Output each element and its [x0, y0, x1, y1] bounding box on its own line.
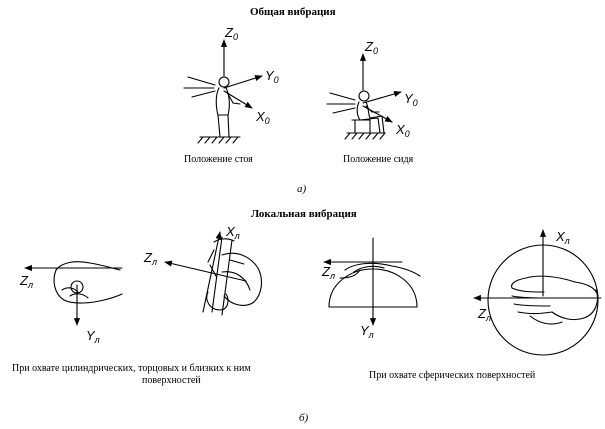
sphere-top-axis-z-label: Zл	[477, 306, 491, 323]
handle-axis-x-label: Xл	[225, 224, 240, 241]
sphere-top-axis-x-label: Xл	[555, 229, 570, 246]
panel-label-b: б)	[299, 412, 309, 424]
handle-axis-z-label: Zл	[143, 250, 157, 267]
cylinder-axis-z-label: Zл	[19, 273, 33, 290]
cylindrical-caption-line2: поверхностей	[142, 375, 201, 386]
standing-axis-y-label: Y0	[265, 68, 279, 85]
cylinder-axis-y-label: Yл	[86, 328, 100, 345]
sitting-caption: Положение сидя	[343, 154, 414, 165]
sphere-side-axis-y-label: Yл	[360, 323, 374, 340]
local-vibration-title: Локальная вибрация	[251, 208, 357, 220]
hand-grip-sphere-side-figure	[323, 237, 421, 326]
sitting-axis-y-label: Y0	[404, 91, 418, 108]
sitting-person-figure	[326, 53, 402, 140]
spherical-caption: При охвате сферических поверхностей	[369, 370, 536, 381]
standing-person-figure	[183, 39, 263, 144]
sitting-axis-x-label: X0	[395, 122, 410, 139]
general-vibration-title: Общая вибрация	[250, 6, 336, 18]
standing-caption: Положение стоя	[184, 154, 253, 165]
standing-axis-z-label: Z0	[224, 25, 238, 42]
sphere-side-axis-z-label: Zл	[321, 264, 335, 281]
panel-label-a: а)	[297, 183, 307, 195]
standing-axis-x-label: X0	[255, 109, 270, 126]
hand-grip-handle-figure	[164, 231, 263, 316]
sitting-axis-z-label: Z0	[364, 39, 378, 56]
cylindrical-caption-line1: При охвате цилиндрических, торцовых и бл…	[12, 363, 251, 374]
hand-grip-cylinder-figure	[24, 261, 123, 326]
hand-grip-sphere-top-figure	[473, 229, 602, 356]
